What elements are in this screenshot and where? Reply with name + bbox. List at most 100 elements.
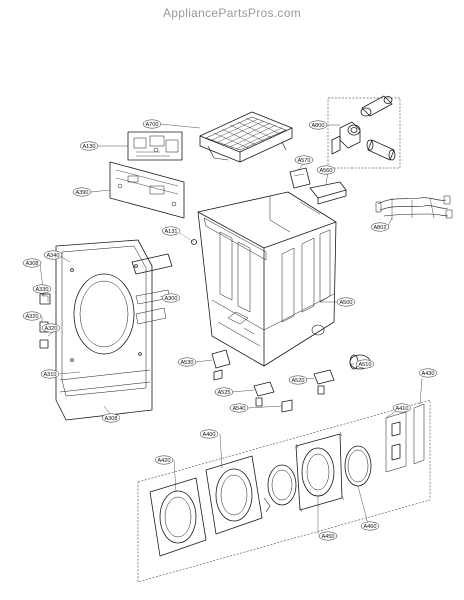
watermark: AppliancePartsPros.com — [163, 6, 301, 20]
callout-bubble — [161, 226, 181, 236]
part-label: A570 — [297, 158, 310, 164]
part-a131-screw — [191, 239, 197, 245]
callout-a510: A510 — [355, 359, 375, 369]
callout-bubble — [161, 293, 181, 303]
part-door-ring — [263, 464, 297, 513]
part-a390-bracket — [109, 161, 185, 219]
callout-a500: A500 — [336, 297, 356, 307]
callout-a802: A802 — [370, 222, 390, 232]
callout-bubble — [288, 375, 308, 385]
part-label: A131 — [164, 229, 177, 235]
part-label: A390 — [75, 190, 88, 196]
callout-a540: A540 — [229, 403, 249, 413]
callout-bubble — [72, 187, 92, 197]
callout-a320-a: A320 — [22, 311, 42, 321]
part-a560 — [309, 181, 347, 205]
part-label: A308 — [25, 261, 38, 267]
part-label: A800 — [311, 123, 324, 129]
callout-a308-top: A308 — [22, 258, 42, 268]
part-a310-front-panel — [55, 239, 153, 421]
callout-a308-bot: A308 — [101, 413, 121, 423]
callout-bubble — [316, 165, 336, 175]
callout-a340: A340 — [43, 250, 63, 260]
part-a530 — [211, 349, 231, 381]
callout-bubble — [32, 284, 52, 294]
part-label: A410 — [395, 406, 408, 412]
callout-bubble — [40, 369, 60, 379]
part-label: A400 — [202, 432, 215, 438]
callout-bubble — [392, 403, 412, 413]
part-a700-tray — [199, 111, 293, 163]
part-label: A700 — [145, 122, 158, 128]
callout-a320-b: A320 — [41, 323, 61, 333]
callout-a450: A450 — [318, 531, 338, 541]
part-a540 — [281, 399, 293, 413]
part-label: A330 — [35, 287, 48, 293]
part-label: A510 — [358, 362, 371, 368]
part-a570 — [289, 167, 311, 189]
part-a420-door-frame — [149, 477, 207, 557]
callout-a570: A570 — [294, 155, 314, 165]
callout-bubble — [214, 387, 234, 397]
callout-bubble — [370, 222, 390, 232]
callout-bubble — [229, 403, 249, 413]
part-label: A320 — [25, 314, 38, 320]
callout-bubble — [22, 311, 42, 321]
part-a802-harness — [375, 195, 453, 220]
part-a525 — [253, 381, 275, 407]
callout-bubble — [360, 521, 380, 531]
part-a400-door-outer — [205, 455, 263, 535]
part-label: A320 — [44, 326, 57, 332]
callout-bubble — [142, 119, 162, 129]
callout-bubble — [79, 141, 99, 151]
callout-bubble — [318, 531, 338, 541]
callout-a520: A520 — [288, 375, 308, 385]
door-assembly-outline — [137, 399, 431, 583]
part-label: A420 — [157, 458, 170, 464]
callout-bubble — [418, 368, 438, 378]
part-label: A460 — [363, 524, 376, 530]
part-label: A130 — [82, 144, 95, 150]
callout-a460: A460 — [360, 521, 380, 531]
part-a130-pcb — [127, 131, 183, 161]
callout-bubble — [41, 323, 61, 333]
callout-bubble — [308, 120, 328, 130]
callout-a800: A800 — [308, 120, 328, 130]
part-a500-cabinet — [197, 191, 337, 367]
part-a800-duct — [327, 95, 401, 169]
part-label: A310 — [43, 372, 56, 378]
part-a450-inner-door — [295, 431, 345, 513]
callout-a525: A525 — [214, 387, 234, 397]
callout-a430: A430 — [418, 368, 438, 378]
callout-bubble — [177, 357, 197, 367]
callout-bubble — [101, 413, 121, 423]
part-label: A520 — [291, 378, 304, 384]
part-label: A540 — [232, 406, 245, 412]
part-label: A560 — [319, 168, 332, 174]
part-label: A500 — [339, 300, 352, 306]
callout-a310: A310 — [40, 369, 60, 379]
callout-a560: A560 — [316, 165, 336, 175]
part-label: A450 — [321, 534, 334, 540]
callout-a700: A700 — [142, 119, 162, 129]
callout-bubble — [199, 429, 219, 439]
callout-a131: A131 — [161, 226, 181, 236]
callout-bubble — [154, 455, 174, 465]
part-a330 — [39, 293, 51, 305]
part-label: A340 — [46, 253, 59, 259]
callout-bubble — [336, 297, 356, 307]
part-label: A802 — [373, 225, 386, 231]
callout-bubble — [355, 359, 375, 369]
callout-a530: A530 — [177, 357, 197, 367]
callout-a130: A130 — [79, 141, 99, 151]
callout-bubble — [22, 258, 42, 268]
part-label: A308 — [104, 416, 117, 422]
callout-a390: A390 — [72, 187, 92, 197]
part-a430-hinge — [385, 403, 425, 473]
part-a460-gasket — [344, 445, 372, 487]
callout-a420: A420 — [154, 455, 174, 465]
part-label: A300 — [164, 296, 177, 302]
callout-bubble — [43, 250, 63, 260]
part-label: A525 — [217, 390, 230, 396]
